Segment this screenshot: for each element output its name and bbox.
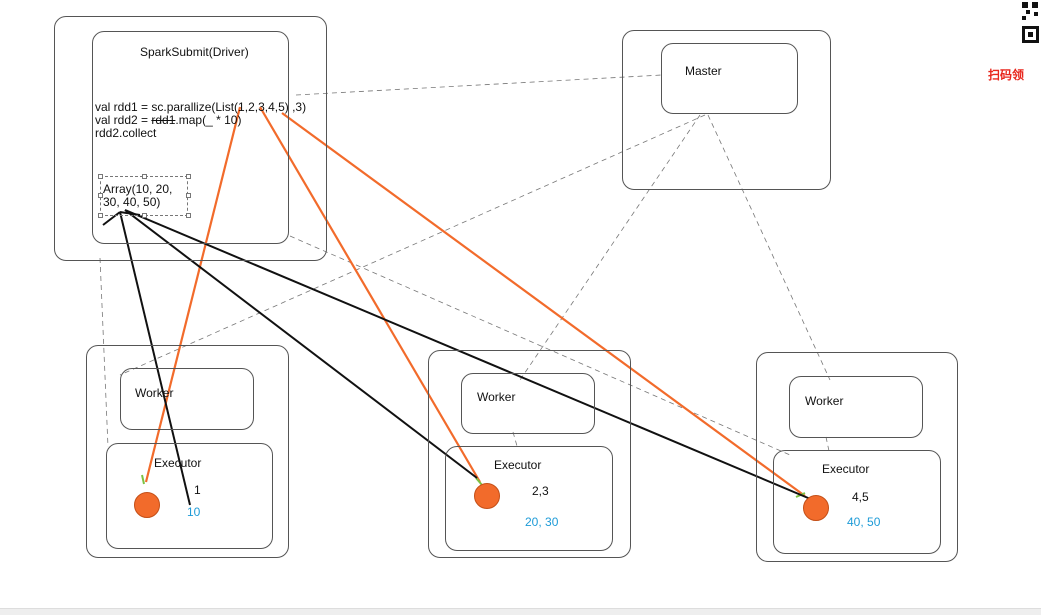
worker-panel-1 xyxy=(120,368,254,430)
result-line-executor1b xyxy=(102,211,121,226)
worker-label-3: Worker xyxy=(805,394,844,408)
driver-node xyxy=(54,16,327,261)
worker-node-2 xyxy=(428,350,631,558)
task-dispatch-lines xyxy=(144,106,806,497)
result-line-executor3 xyxy=(124,209,821,504)
driver-executor3-link xyxy=(289,235,791,456)
result-line-executor2 xyxy=(124,209,478,479)
selection-handle[interactable] xyxy=(186,193,191,198)
master-worker1-link xyxy=(119,114,706,376)
driver-master-link xyxy=(295,74,663,96)
executor-label-3: Executor xyxy=(822,462,870,476)
arrow-tip-1 xyxy=(141,474,145,485)
partition-output-1: 10 xyxy=(187,505,201,519)
driver-executor1-link xyxy=(99,257,109,448)
code-line-2: val rdd2 = rdd1.map(_ * 10) xyxy=(95,113,242,127)
result-line-2: 30, 40, 50) xyxy=(103,195,161,209)
worker-node-1 xyxy=(86,345,289,558)
task-line-executor1 xyxy=(144,106,242,483)
master-worker3-link xyxy=(707,114,831,381)
qr-code-icon[interactable] xyxy=(1020,0,1041,46)
task-icon-2 xyxy=(474,483,500,509)
task-line-executor3 xyxy=(281,112,806,497)
code-line-1: val rdd1 = sc.parallize(List(1,2,3,4,5) … xyxy=(95,100,307,114)
selection-handle[interactable] xyxy=(98,193,103,198)
task-line-executor2 xyxy=(259,106,481,483)
selection-handle[interactable] xyxy=(142,174,147,179)
worker2-executor2-link xyxy=(512,431,518,447)
selection-handle[interactable] xyxy=(142,213,147,218)
master-label: Master xyxy=(685,64,722,78)
partition-input-2: 2,3 xyxy=(532,484,549,498)
selection-handle[interactable] xyxy=(186,174,191,179)
master-node xyxy=(622,30,831,190)
master-panel xyxy=(661,43,798,114)
result-arrow-head xyxy=(119,211,141,216)
bottom-bar xyxy=(0,608,1041,615)
selection-handle[interactable] xyxy=(98,174,103,179)
executor-panel-2 xyxy=(445,446,613,551)
dashed-links xyxy=(99,74,831,456)
worker3-executor3-link xyxy=(825,436,830,452)
selection-handle[interactable] xyxy=(98,213,103,218)
worker-panel-3 xyxy=(789,376,923,438)
executor-label-2: Executor xyxy=(494,458,542,472)
worker-label-1: Worker xyxy=(135,386,174,400)
worker-node-3 xyxy=(756,352,958,562)
task-icon-1 xyxy=(134,492,160,518)
partition-output-2: 20, 30 xyxy=(525,515,559,529)
executor-label-1: Executor xyxy=(154,456,202,470)
executor-panel-1 xyxy=(106,443,273,549)
code-line-3: rdd2.collect xyxy=(95,126,157,140)
driver-title: SparkSubmit(Driver) xyxy=(140,45,249,59)
partition-output-3: 40, 50 xyxy=(847,515,881,529)
driver-panel xyxy=(92,31,289,244)
task-icon-3 xyxy=(803,495,829,521)
promo-text[interactable]: 扫码领 xyxy=(988,68,1025,82)
worker-panel-2 xyxy=(461,373,595,434)
worker-label-2: Worker xyxy=(477,390,516,404)
partition-input-3: 4,5 xyxy=(852,490,869,504)
partition-input-1: 1 xyxy=(194,483,201,497)
executor-panel-3 xyxy=(773,450,941,554)
result-line-1: Array(10, 20, xyxy=(103,182,173,196)
selection-handle[interactable] xyxy=(186,213,191,218)
